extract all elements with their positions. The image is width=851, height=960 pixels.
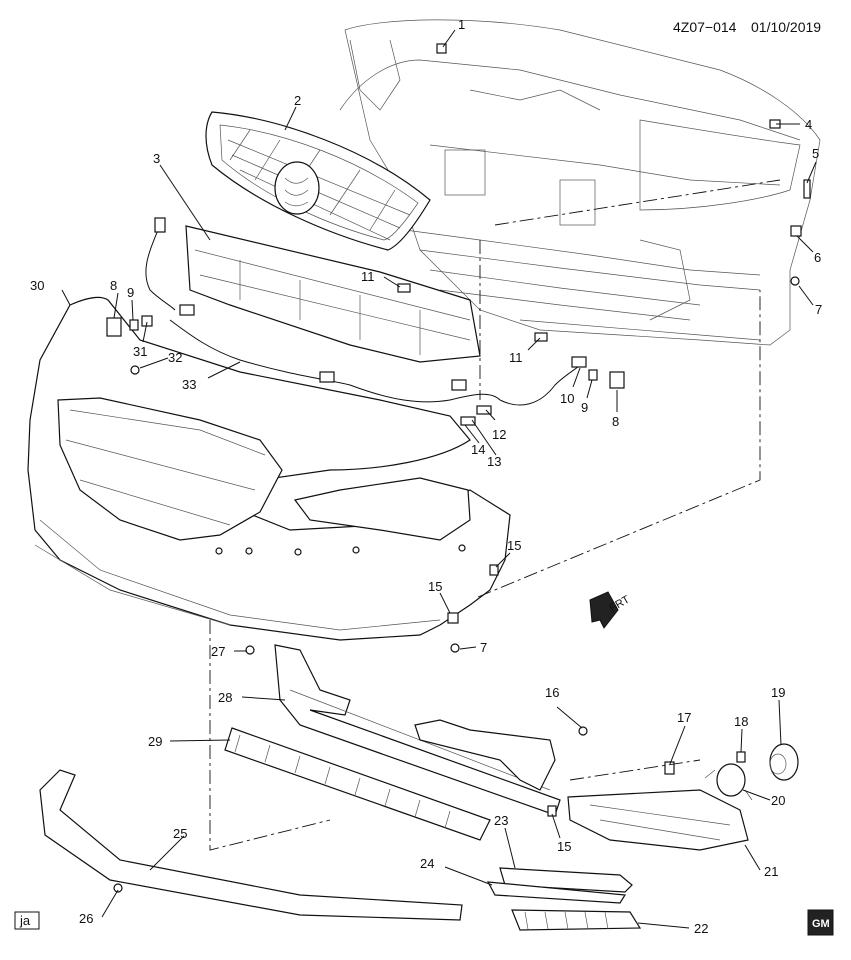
callout-21: 21	[764, 864, 778, 879]
callout-23: 23	[494, 813, 508, 828]
callout-18: 18	[734, 714, 748, 729]
callout-10: 10	[560, 391, 574, 406]
alignment-dashes	[209, 179, 781, 851]
callout-20: 20	[771, 793, 785, 808]
callout-8: 8	[110, 278, 117, 293]
front-bumper-fascia	[27, 296, 511, 641]
fog-lamp-bracket-20	[704, 763, 753, 801]
callout-17: 17	[677, 710, 691, 725]
drawing-id: 4Z07−014	[673, 19, 737, 35]
callout-4: 4	[805, 117, 812, 132]
callout-2: 2	[294, 93, 301, 108]
gm-logo-text: GM	[812, 918, 830, 930]
callout-22: 22	[694, 921, 708, 936]
lower-bracket-16	[414, 719, 556, 791]
fog-lamp-grille-22	[511, 909, 642, 931]
callout-8-right: 8	[612, 414, 619, 429]
energy-absorber	[185, 225, 481, 363]
callout-7-lower: 7	[480, 640, 487, 655]
callout-3: 1	[458, 17, 465, 32]
callout-15-mid: 15	[428, 579, 442, 594]
callout-15-lower: 15	[557, 839, 571, 854]
callout-16: 16	[545, 685, 559, 700]
callout-9: 9	[127, 285, 134, 300]
callout-28: 28	[218, 690, 232, 705]
wiring-harness	[145, 217, 587, 406]
callout-14: 14	[471, 442, 485, 457]
callout-19: 19	[771, 685, 785, 700]
frt-label: FRT	[608, 593, 633, 614]
gm-logo: GM	[807, 909, 834, 936]
callout-1: 3	[153, 151, 160, 166]
callout-32: 32	[168, 350, 182, 365]
callout-29: 29	[148, 734, 162, 749]
callout-15-upper: 15	[507, 538, 521, 553]
callout-27: 27	[211, 644, 225, 659]
callout-31: 31	[133, 344, 147, 359]
callout-labels: 1 2 3 4 5 6 7 8 9 30 31 32 33 11 11 10 9…	[30, 17, 822, 936]
callout-9-right: 9	[581, 400, 588, 415]
callout-26: 26	[79, 911, 93, 926]
leader-lines	[61, 29, 817, 929]
fog-lamp-bezel-21	[567, 789, 749, 851]
upper-fasteners	[106, 43, 811, 655]
callout-7: 7	[815, 302, 822, 317]
callout-12: 12	[492, 427, 506, 442]
lower-grille-29	[224, 727, 491, 841]
front-direction-arrow: FRT	[589, 591, 633, 629]
callout-30: 30	[30, 278, 44, 293]
callout-33: 33	[182, 377, 196, 392]
fog-lamp-19	[769, 743, 799, 781]
callout-25: 25	[173, 826, 187, 841]
drawing-date: 01/10/2019	[751, 19, 821, 35]
lower-fasteners	[113, 726, 746, 893]
upper-grille	[205, 111, 431, 251]
callout-6: 6	[814, 250, 821, 265]
callout-11-upper: 11	[361, 269, 375, 284]
callout-5: 5	[812, 146, 819, 161]
author-initials: ja	[19, 913, 31, 928]
callout-13: 13	[487, 454, 501, 469]
callout-24: 24	[420, 856, 434, 871]
trim-strip-24	[486, 881, 627, 904]
lower-spoiler-25	[39, 769, 463, 921]
callout-11-lower: 11	[509, 350, 523, 365]
author-initials-box: ja	[14, 911, 40, 930]
